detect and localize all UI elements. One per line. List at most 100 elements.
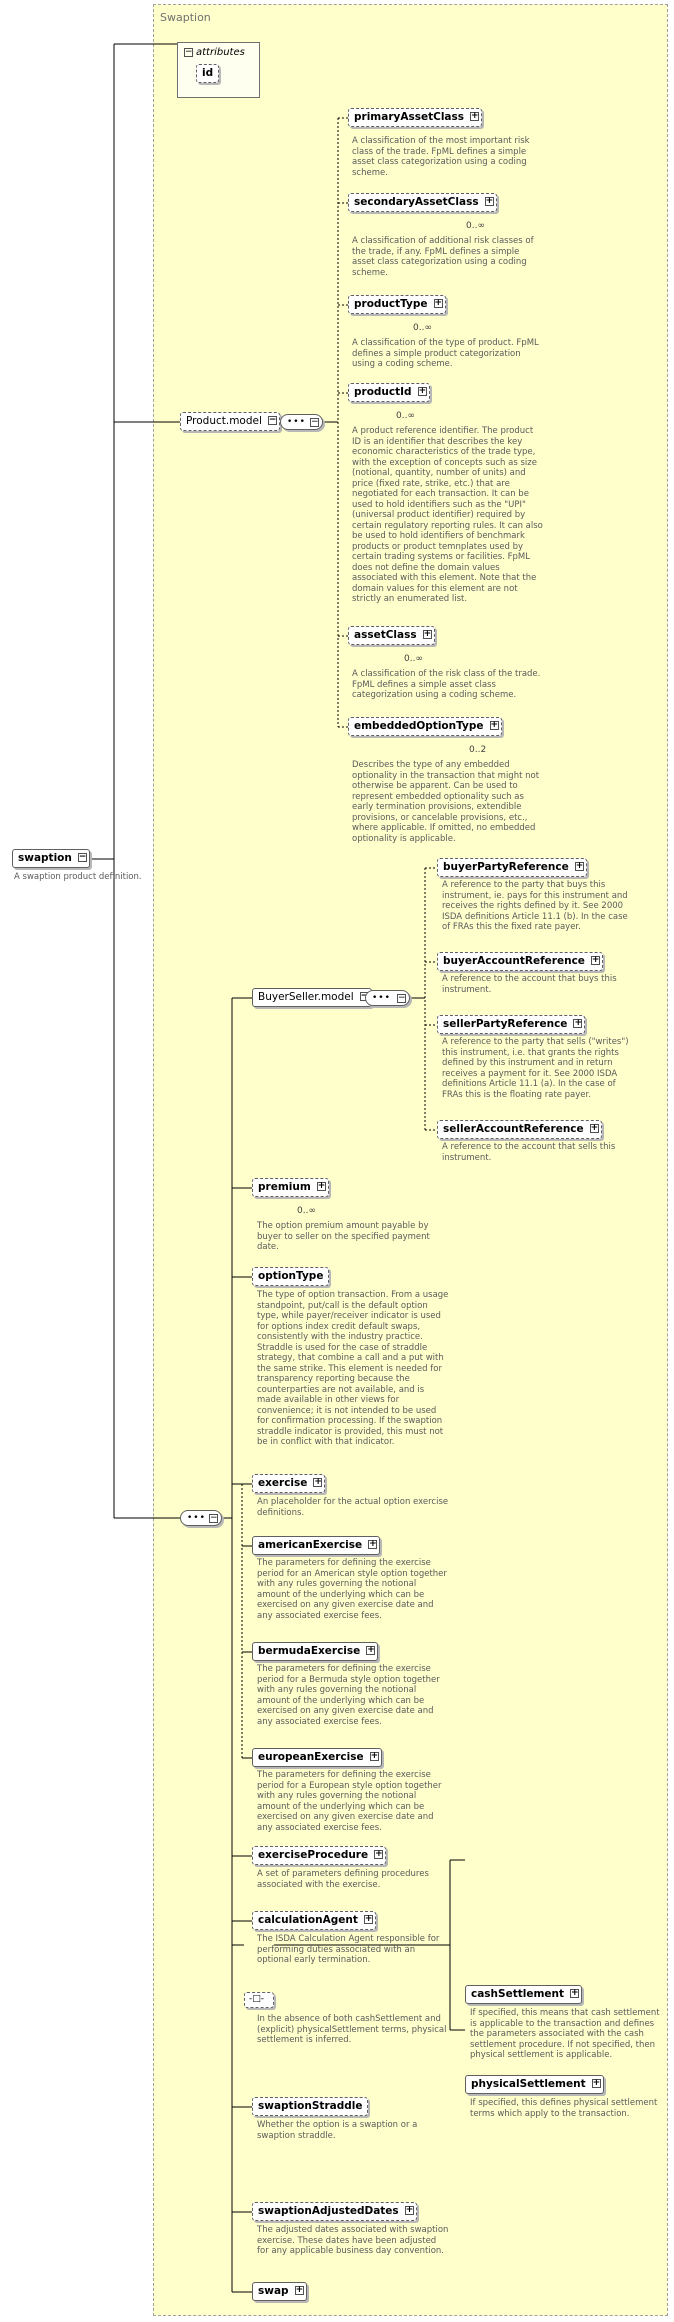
physical-settlement-element[interactable]: physicalSettlement + (465, 2075, 604, 2094)
primary-asset-class-element[interactable]: primaryAssetClass+ (348, 108, 482, 127)
buyer-party-reference-label: buyerPartyReference (443, 861, 569, 873)
physical-settlement-desc: If specified, this defines physical sett… (470, 2098, 658, 2119)
primary-asset-class-desc: A classification of the most important r… (352, 136, 530, 178)
plus-icon[interactable]: + (433, 298, 443, 308)
plus-icon[interactable]: + (570, 1988, 580, 1998)
buyer-party-reference-element[interactable]: buyerPartyReference + (437, 858, 587, 877)
exercise-element[interactable]: exercise + (252, 1474, 326, 1493)
swaption-element[interactable]: swaption − (12, 849, 90, 868)
exercise-desc: An placeholder for the actual option exe… (257, 1497, 449, 1518)
exercise-procedure-label: exerciseProcedure (258, 1849, 369, 1861)
group-title: Swaption (160, 11, 211, 24)
attributes-label: attributes (196, 47, 245, 58)
seller-account-reference-element[interactable]: sellerAccountReference+ (437, 1120, 602, 1139)
embedded-option-type-element[interactable]: embeddedOptionType+ (348, 717, 502, 736)
plus-icon[interactable]: + (369, 1751, 379, 1761)
plus-icon[interactable]: + (484, 196, 494, 206)
plus-icon[interactable]: + (591, 2078, 601, 2088)
swaption-label: swaption (18, 852, 72, 864)
sequence-compositor[interactable]: ••• − (280, 414, 323, 430)
european-exercise-label: europeanExercise (258, 1751, 364, 1763)
physical-settlement-label: physicalSettlement (471, 2078, 586, 2090)
product-id-cardinality: 0..∞ (396, 411, 415, 421)
buyer-account-reference-label: buyerAccountReference (443, 955, 585, 967)
premium-element[interactable]: premium + (252, 1178, 329, 1197)
asset-class-desc: A classification of the risk class of th… (352, 669, 541, 700)
minus-icon[interactable]: − (209, 1513, 218, 1523)
plus-icon[interactable]: + (489, 720, 499, 730)
plus-icon[interactable]: + (573, 1018, 583, 1028)
product-id-desc: A product reference identifier. The prod… (352, 426, 543, 604)
exercise-label: exercise (258, 1477, 308, 1489)
sequence-icon: ••• (287, 417, 306, 427)
product-id-label: productId (354, 386, 412, 398)
minus-icon[interactable]: − (267, 415, 277, 425)
american-exercise-desc: The parameters for defining the exercise… (257, 1558, 447, 1621)
plus-icon[interactable]: + (366, 1645, 376, 1655)
secondary-asset-class-element[interactable]: secondaryAssetClass+ (348, 193, 497, 212)
plus-icon[interactable]: + (363, 1914, 373, 1924)
plus-icon[interactable]: + (368, 1539, 378, 1549)
swaption-adjusted-dates-element[interactable]: swaptionAdjustedDates+ (252, 2202, 417, 2221)
swaption-straddle-desc: Whether the option is a swaption or a sw… (257, 2120, 418, 2141)
attributes-header[interactable]: −attributes (184, 47, 245, 58)
swap-label: swap (258, 2285, 289, 2297)
plus-icon[interactable]: + (404, 2205, 414, 2215)
calculation-agent-element[interactable]: calculationAgent+ (252, 1911, 376, 1930)
american-exercise-element[interactable]: americanExercise+ (252, 1536, 381, 1555)
swap-element[interactable]: swap + (252, 2282, 307, 2301)
product-model-label: Product.model (186, 415, 262, 427)
plus-icon[interactable]: + (470, 111, 479, 121)
buyer-seller-sequence[interactable]: ••• − (365, 990, 410, 1006)
plus-icon[interactable]: + (590, 955, 600, 965)
european-exercise-desc: The parameters for defining the exercise… (257, 1770, 442, 1833)
settlement-choice-desc: In the absence of both cashSettlement an… (257, 2014, 447, 2045)
minus-icon[interactable]: − (77, 852, 87, 862)
settlement-choice-compositor[interactable]: -□- (244, 1992, 274, 2008)
product-model-group[interactable]: Product.model − (180, 412, 280, 431)
product-id-element[interactable]: productId + (348, 383, 430, 402)
plus-icon[interactable]: + (316, 1181, 326, 1191)
main-sequence-compositor[interactable]: ••• − (180, 1510, 222, 1526)
sequence-icon: ••• (372, 993, 391, 1003)
calculation-agent-desc: The ISDA Calculation Agent responsible f… (257, 1934, 440, 1965)
minus-icon[interactable]: − (397, 993, 406, 1003)
plus-icon[interactable]: + (374, 1849, 384, 1859)
plus-icon[interactable]: + (294, 2285, 304, 2295)
plus-icon[interactable]: + (417, 386, 427, 396)
option-type-desc: The type of option transaction. From a u… (257, 1290, 449, 1447)
seller-party-reference-element[interactable]: sellerPartyReference + (437, 1015, 586, 1034)
swaption-adjusted-dates-desc: The adjusted dates associated with swapt… (257, 2225, 449, 2256)
sequence-icon: ••• (187, 1513, 206, 1523)
asset-class-element[interactable]: assetClass + (348, 626, 435, 645)
embedded-option-type-cardinality: 0..2 (469, 745, 487, 755)
premium-label: premium (258, 1181, 311, 1193)
plus-icon[interactable]: + (422, 629, 432, 639)
minus-icon[interactable]: − (184, 46, 193, 57)
cash-settlement-desc: If specified, this means that cash settl… (470, 2008, 660, 2060)
exercise-procedure-element[interactable]: exerciseProcedure + (252, 1846, 387, 1865)
plus-icon[interactable]: + (589, 1123, 599, 1133)
bermuda-exercise-element[interactable]: bermudaExercise+ (252, 1642, 379, 1661)
secondary-asset-class-cardinality: 0..∞ (466, 221, 485, 231)
product-type-element[interactable]: productType+ (348, 295, 446, 314)
attribute-id[interactable]: id (196, 64, 220, 83)
cash-settlement-element[interactable]: cashSettlement+ (465, 1985, 583, 2004)
premium-desc: The option premium amount payable by buy… (257, 1221, 430, 1252)
european-exercise-element[interactable]: europeanExercise + (252, 1748, 382, 1767)
embedded-option-type-desc: Describes the type of any embedded optio… (352, 760, 540, 844)
minus-icon[interactable]: − (310, 417, 319, 427)
plus-icon[interactable]: + (313, 1477, 323, 1487)
buyer-account-reference-desc: A reference to the account that buys thi… (442, 974, 617, 995)
seller-party-reference-label: sellerPartyReference (443, 1018, 568, 1030)
swaption-straddle-element[interactable]: swaptionStraddle (252, 2097, 369, 2116)
asset-class-label: assetClass (354, 629, 417, 641)
asset-class-cardinality: 0..∞ (404, 654, 423, 664)
buyer-party-reference-desc: A reference to the party that buys this … (442, 880, 628, 932)
plus-icon[interactable]: + (574, 861, 584, 871)
buyer-account-reference-element[interactable]: buyerAccountReference + (437, 952, 603, 971)
option-type-element[interactable]: optionType (252, 1267, 330, 1286)
secondary-asset-class-desc: A classification of additional risk clas… (352, 236, 534, 278)
buyer-seller-model-group[interactable]: BuyerSeller.model− (252, 988, 372, 1007)
